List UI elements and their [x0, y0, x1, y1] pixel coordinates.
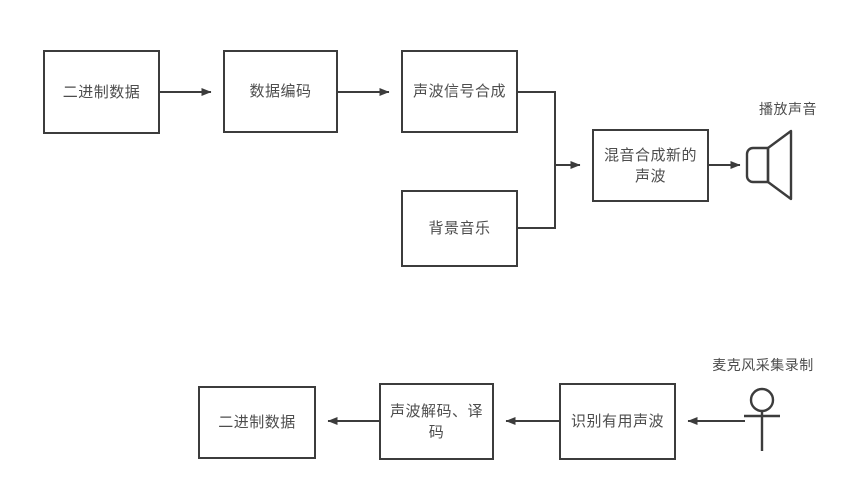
node-label: 二进制数据: [62, 83, 141, 101]
speaker-icon: [745, 129, 793, 201]
node-data-encode[interactable]: 数据编码: [223, 50, 338, 133]
node-label: 数据编码: [249, 83, 312, 100]
caption-microphone-capture: 麦克风采集录制: [712, 357, 814, 373]
node-label: 声波解码、译码: [389, 402, 483, 441]
node-label: 声波信号合成: [412, 83, 506, 100]
caption-play-sound: 播放声音: [759, 101, 817, 117]
node-wave-signal-synthesis[interactable]: 声波信号合成: [401, 50, 518, 133]
node-label: 识别有用声波: [570, 413, 664, 430]
node-mix-new-wave[interactable]: 混音合成新的声波: [592, 129, 709, 202]
node-label: 二进制数据: [218, 414, 296, 431]
actor-person-icon: [744, 387, 780, 451]
node-label: 背景音乐: [428, 220, 491, 237]
node-wave-decode[interactable]: 声波解码、译码: [379, 383, 494, 460]
node-background-music[interactable]: 背景音乐: [401, 190, 518, 267]
node-binary-data-in[interactable]: 二进制数据: [198, 386, 316, 459]
node-recognize-useful-wave[interactable]: 识别有用声波: [559, 383, 676, 460]
node-label: 混音合成新的声波: [603, 146, 697, 185]
node-binary-data-out[interactable]: 二进制数据: [43, 50, 160, 134]
